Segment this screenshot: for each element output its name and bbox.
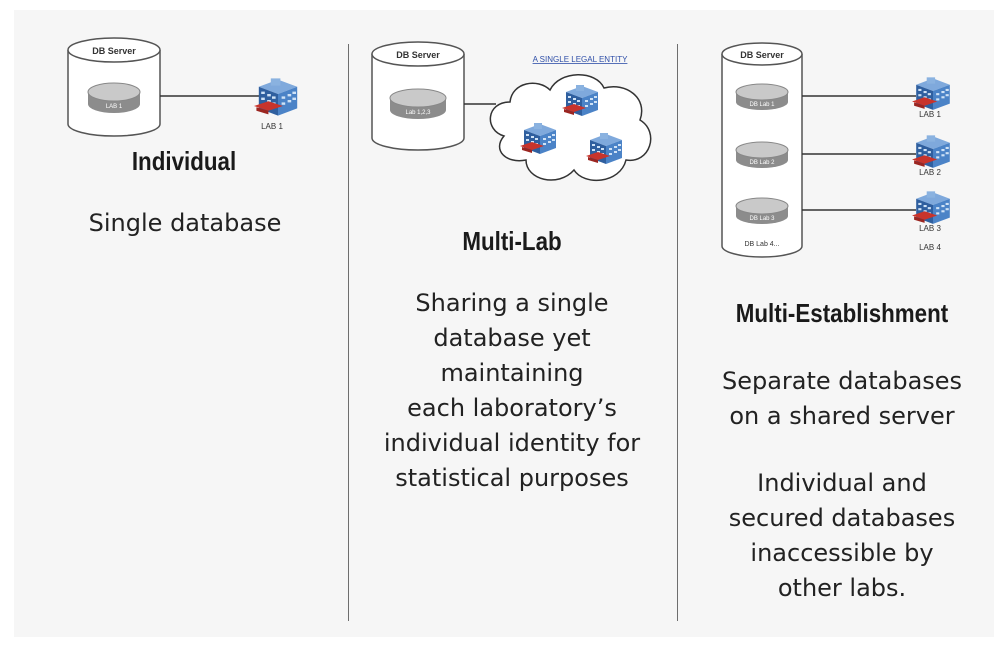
description-line: statistical purposes: [395, 464, 629, 492]
individual-description: Single database: [40, 206, 330, 241]
building-label: LAB 1: [919, 110, 941, 119]
description-line: maintaining: [440, 359, 584, 387]
db-server-label: DB Server: [740, 50, 784, 60]
disk-label: DB Lab 1: [749, 102, 775, 108]
multi-establishment-diagram: DB Server DB Lab 1 DB Lab 2 DB Lab 3 DB …: [721, 42, 950, 258]
building-label: LAB 2: [919, 168, 941, 177]
database-disk-icon: DB Lab 2: [735, 141, 789, 168]
disk-label: LAB 1: [106, 104, 123, 110]
description-line: inaccessible by: [750, 539, 934, 567]
db-server-label: DB Server: [396, 50, 440, 60]
description-line: on a shared server: [729, 402, 955, 430]
description-line: Separate databases: [721, 367, 963, 395]
individual-diagram: DB Server LAB 1 LAB 1: [67, 37, 298, 137]
description-line: Individual and: [757, 469, 927, 497]
database-disk-icon: DB Lab 3: [735, 197, 789, 224]
db-server-label: DB Server: [92, 46, 136, 56]
database-disk-icon: LAB 1: [87, 82, 141, 113]
multi-establishment-description: Separate databases on a shared server: [692, 364, 992, 434]
disk-label: DB Lab 2: [749, 160, 775, 166]
multi-establishment-security-note: Individual and secured databases inacces…: [692, 466, 992, 606]
description-line: other labs.: [777, 574, 907, 602]
column-divider-1: [348, 44, 349, 621]
description-line: secured databases: [728, 504, 956, 532]
database-disk-icon: DB Lab 1: [735, 83, 789, 110]
legal-entity-label: A SINGLE LEGAL ENTITY: [533, 55, 629, 64]
building-icon: [912, 135, 950, 168]
building-icon: [254, 78, 298, 116]
disk-label: DB Lab 4...: [744, 241, 779, 248]
building-label: LAB 1: [261, 122, 283, 131]
building-icon: [912, 77, 950, 110]
disk-label: DB Lab 3: [749, 216, 775, 222]
building-icon: [912, 191, 950, 224]
column-divider-2: [677, 44, 678, 621]
database-disk-icon: Lab 1,2,3: [389, 88, 447, 119]
building-label: LAB 4: [919, 243, 941, 252]
multi-lab-diagram: DB Server Lab 1,2,3 A SINGLE LEGAL ENTIT…: [371, 41, 652, 182]
description-line: Sharing a single: [415, 289, 609, 317]
description-line: Single database: [88, 209, 282, 237]
description-line: database yet: [433, 324, 591, 352]
heading-multi-lab: Multi-Lab: [462, 226, 562, 256]
building-label: LAB 3: [919, 224, 941, 233]
description-line: individual identity for: [383, 429, 641, 457]
multi-lab-description: Sharing a single database yet maintainin…: [362, 286, 662, 496]
disk-label: Lab 1,2,3: [405, 110, 431, 116]
heading-multi-establishment: Multi-Establishment: [735, 298, 949, 328]
description-line: each laboratory’s: [407, 394, 617, 422]
heading-individual: Individual: [131, 146, 237, 176]
